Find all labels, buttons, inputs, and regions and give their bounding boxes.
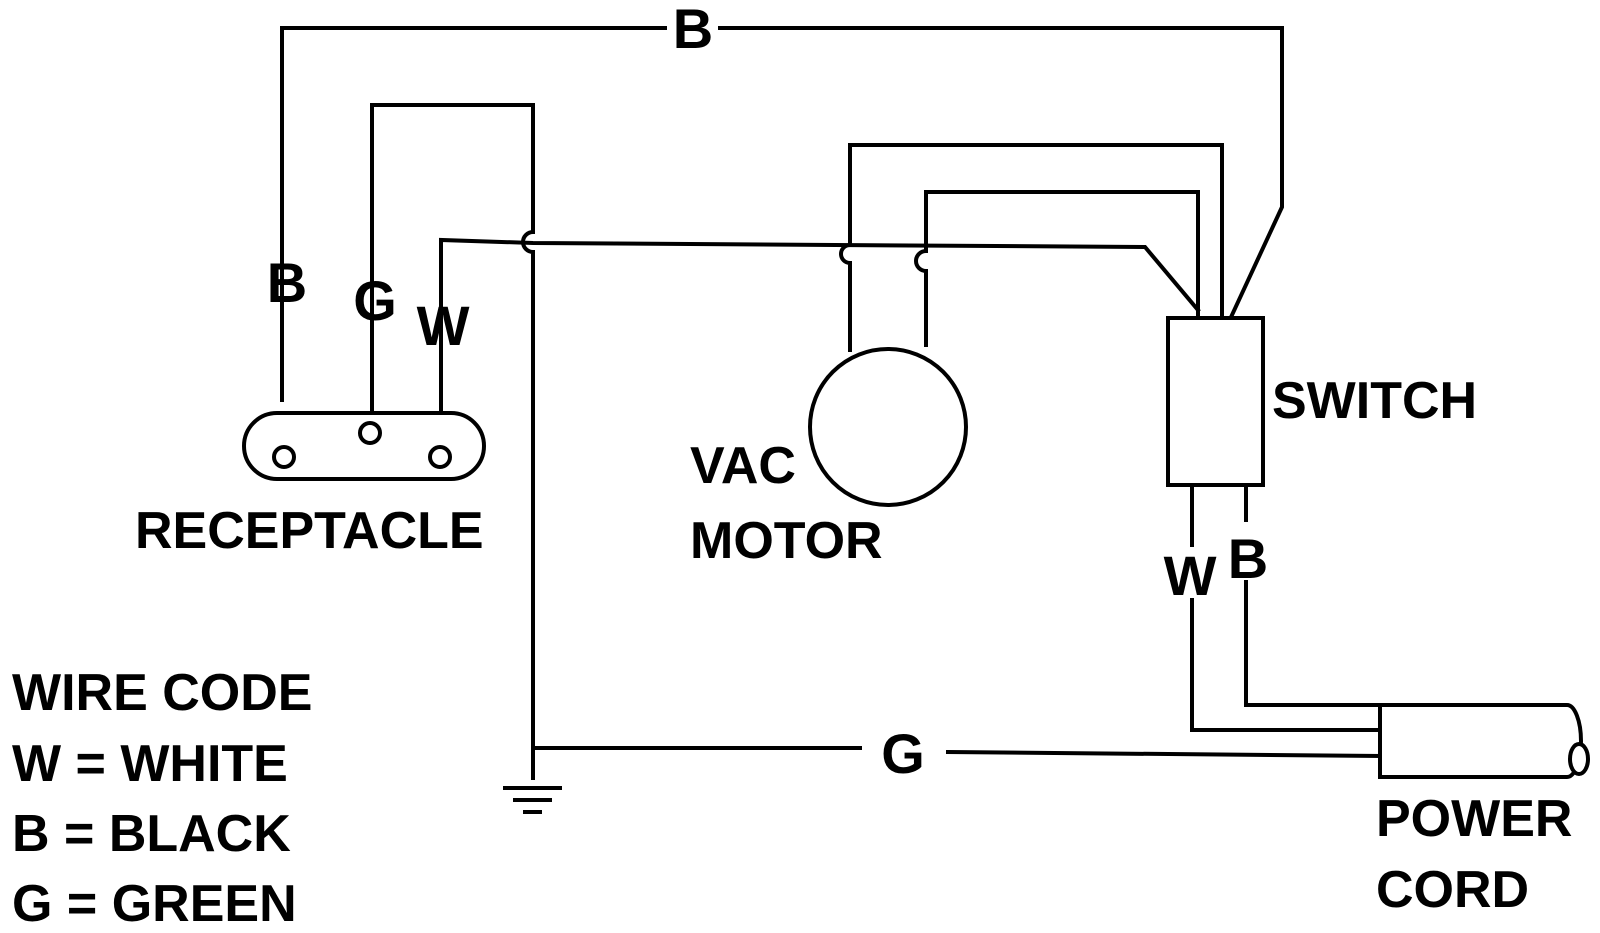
label-cord: CORD: [1376, 861, 1529, 919]
legend-item: W = WHITE: [12, 735, 288, 793]
label-receptacle-white: W: [417, 294, 470, 357]
label-ground-green: G: [881, 722, 925, 785]
label-motor: MOTOR: [690, 512, 883, 570]
vac-motor-body: [808, 347, 968, 507]
ground-icon: [503, 786, 562, 814]
label-switch: SWITCH: [1272, 372, 1477, 430]
receptacle-terminal-w: [428, 445, 452, 469]
wire-white-receptacle: [439, 237, 1201, 442]
power-cord-end: [1568, 742, 1590, 776]
label-power: POWER: [1376, 790, 1572, 848]
label-receptacle-black: B: [267, 251, 307, 314]
wire-motor-left: [839, 143, 1224, 352]
label-vac: VAC: [690, 437, 796, 495]
receptacle-body: [242, 411, 486, 481]
label-switch-black: B: [1228, 527, 1268, 590]
wire-black-top: [280, 26, 1284, 402]
wire-green-receptacle: [370, 103, 535, 780]
receptacle-terminal-g: [358, 421, 382, 445]
switch-box: [1166, 316, 1265, 487]
label-switch-white: W: [1164, 544, 1217, 607]
legend-title: WIRE CODE: [12, 664, 312, 722]
legend-item: B = BLACK: [12, 805, 291, 863]
label-receptacle-green: G: [353, 269, 397, 332]
wire-white-switch-cord: [1190, 483, 1382, 732]
wire-green-ground: [531, 746, 1383, 759]
power-cord: [1378, 703, 1583, 779]
wire-black-switch-cord: [1244, 483, 1382, 707]
label-receptacle: RECEPTACLE: [135, 502, 484, 560]
receptacle-terminal-b: [272, 445, 296, 469]
legend-item: G = GREEN: [12, 875, 297, 933]
label-top-black: B: [673, 0, 713, 60]
wire-code-legend: WIRE CODE W = WHITE B = BLACK G = GREEN: [12, 664, 312, 933]
wire-motor-right: [914, 190, 1200, 347]
